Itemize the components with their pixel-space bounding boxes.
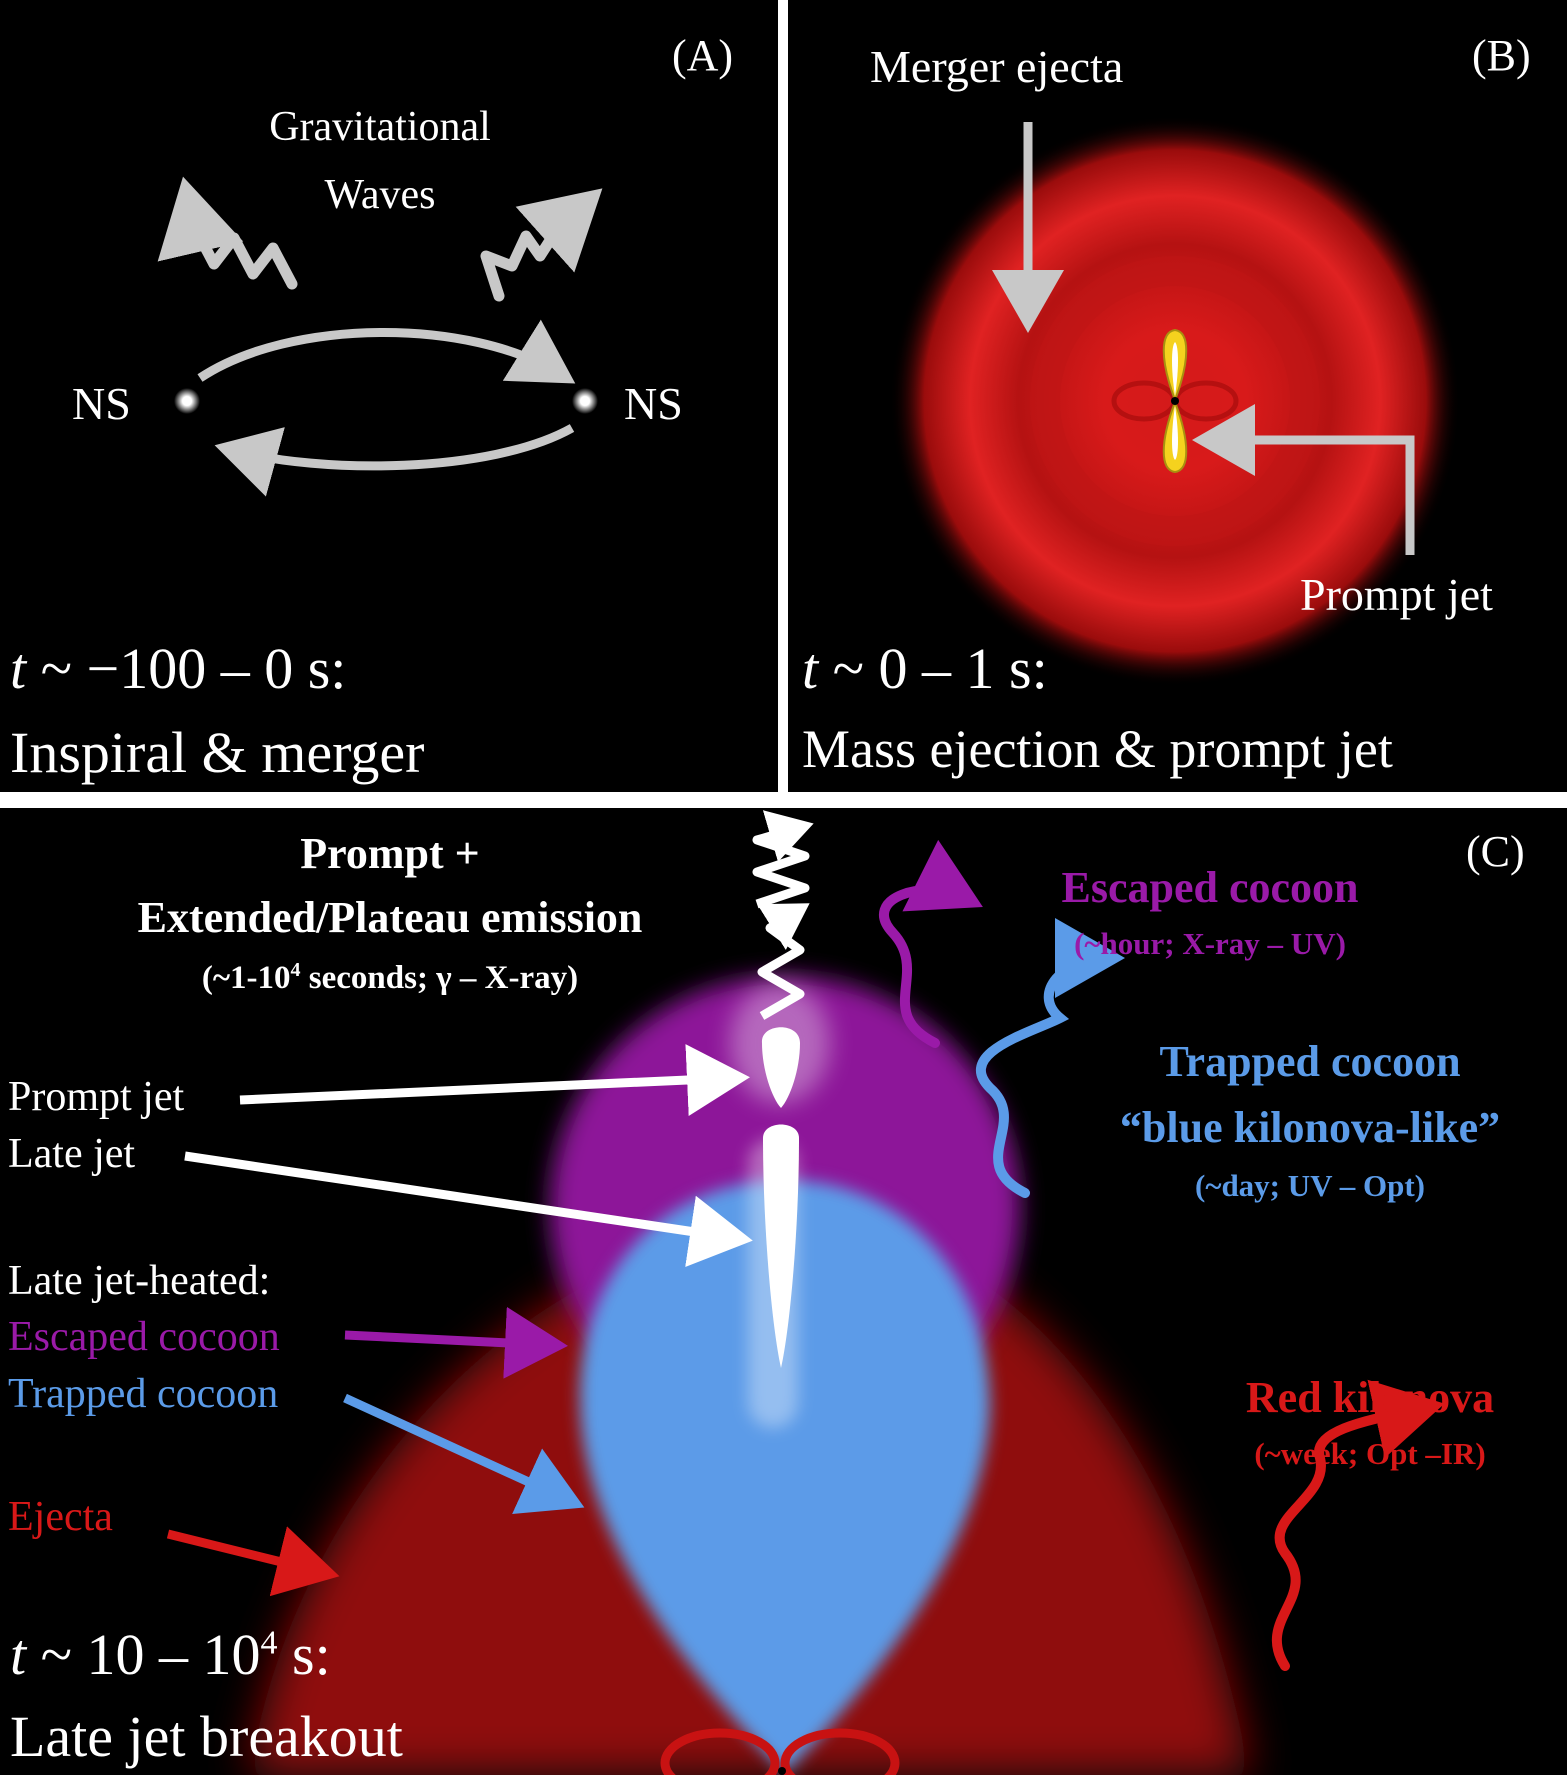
panel-b-time: t ~ 0 – 1 s: bbox=[802, 640, 1048, 698]
neutron-star-left bbox=[174, 388, 200, 414]
escaped-cocoon-subtitle: (~hour; X-ray – UV) bbox=[1074, 926, 1346, 961]
emission-title-line2: Extended/Plateau emission bbox=[137, 893, 643, 942]
late-jet-heated-label: Late jet-heated: bbox=[8, 1258, 271, 1304]
emission-title-line1: Prompt + bbox=[300, 829, 480, 878]
panel-b-tag: (B) bbox=[1472, 31, 1531, 80]
orbit-arrow-top bbox=[197, 319, 576, 384]
ns-label-left: NS bbox=[72, 378, 131, 429]
escaped-cocoon-title: Escaped cocoon bbox=[1061, 863, 1359, 912]
panel-c-graphics bbox=[166, 810, 1445, 1775]
jet-arrow bbox=[1192, 404, 1415, 555]
trapped-cocoon-title: Trapped cocoon bbox=[1159, 1037, 1461, 1086]
red-kilonova-title: Red kilonova bbox=[1245, 1373, 1495, 1422]
red-kilonova-subtitle: (~week; Opt –IR) bbox=[1254, 1436, 1486, 1471]
trapped-cocoon-label: Trapped cocoon bbox=[8, 1371, 279, 1417]
time-variable: t bbox=[10, 636, 27, 701]
panel-c: (C) Prompt + Extended/Plateau emission (… bbox=[0, 808, 1567, 1775]
torus-lobe-right bbox=[780, 1728, 900, 1775]
trapped-cocoon-subtitle: (~day; UV – Opt) bbox=[1195, 1168, 1425, 1203]
trapped-cocoon-title-2: “blue kilonova-like” bbox=[1119, 1103, 1501, 1152]
trapped-cocoon-region bbox=[579, 1180, 990, 1773]
panel-b-graphics bbox=[890, 116, 1460, 686]
gw-label-line2: Waves bbox=[324, 172, 436, 218]
merger-ejecta-label: Merger ejecta bbox=[870, 41, 1124, 92]
panel-c-time: t ~ 10 – 104 s: bbox=[10, 1622, 331, 1687]
prompt-jet bbox=[761, 1027, 800, 1108]
torus-lobe-left bbox=[660, 1728, 780, 1775]
panel-a-graphics bbox=[157, 176, 603, 497]
trapped-cocoon-wave bbox=[976, 918, 1125, 1198]
panel-b: (B) Merger ejecta Prompt jet t ~ 0 – 1 s… bbox=[788, 0, 1567, 792]
time-variable: t bbox=[10, 1622, 27, 1687]
time-range: ~ 0 – 1 s: bbox=[818, 636, 1048, 701]
red-kilonova-wave bbox=[1271, 1379, 1445, 1671]
late-jet bbox=[763, 1124, 799, 1368]
ns-label-right: NS bbox=[624, 378, 683, 429]
prompt-jet-label: Prompt jet bbox=[8, 1074, 185, 1120]
central-remnant bbox=[1171, 397, 1179, 405]
panel-c-tag: (C) bbox=[1466, 827, 1525, 876]
gamma-wave-lower bbox=[757, 903, 810, 1020]
gamma-wave-upper bbox=[752, 810, 814, 909]
gw-wave-right bbox=[480, 188, 603, 302]
ejecta-arrow bbox=[166, 1526, 340, 1597]
late-jet-label: Late jet bbox=[8, 1131, 136, 1177]
gw-label-line1: Gravitational bbox=[269, 104, 491, 150]
prompt-jet-label: Prompt jet bbox=[1300, 569, 1493, 620]
ejecta-label: Ejecta bbox=[8, 1494, 113, 1540]
panel-a-tag: (A) bbox=[672, 31, 734, 80]
escaped-cocoon-arrow bbox=[344, 1306, 568, 1379]
escaped-cocoon-wave bbox=[879, 839, 983, 1048]
trapped-cocoon-arrow bbox=[343, 1393, 585, 1515]
panel-a-caption: Inspiral & merger bbox=[10, 720, 425, 785]
gw-wave-left bbox=[157, 176, 298, 290]
central-remnant bbox=[778, 1767, 786, 1775]
late-jet-arrow bbox=[184, 1151, 753, 1267]
escaped-cocoon-label: Escaped cocoon bbox=[8, 1314, 280, 1360]
neutron-star-right bbox=[572, 388, 598, 414]
ejecta-inner-ring bbox=[1030, 256, 1320, 546]
time-variable: t bbox=[802, 636, 819, 701]
panel-a: (A) Gravitational Waves NS NS t ~ −100 –… bbox=[0, 0, 778, 792]
panel-b-caption: Mass ejection & prompt jet bbox=[802, 719, 1393, 779]
orbit-arrow-bottom bbox=[214, 424, 575, 497]
emission-subtitle: (~1-104 seconds; γ – X-ray) bbox=[201, 959, 579, 996]
panel-c-caption: Late jet breakout bbox=[10, 1704, 403, 1769]
panel-a-time: t ~ −100 – 0 s: bbox=[10, 640, 346, 698]
prompt-jet-arrow bbox=[239, 1044, 750, 1116]
time-range: ~ −100 – 0 s: bbox=[26, 636, 347, 701]
